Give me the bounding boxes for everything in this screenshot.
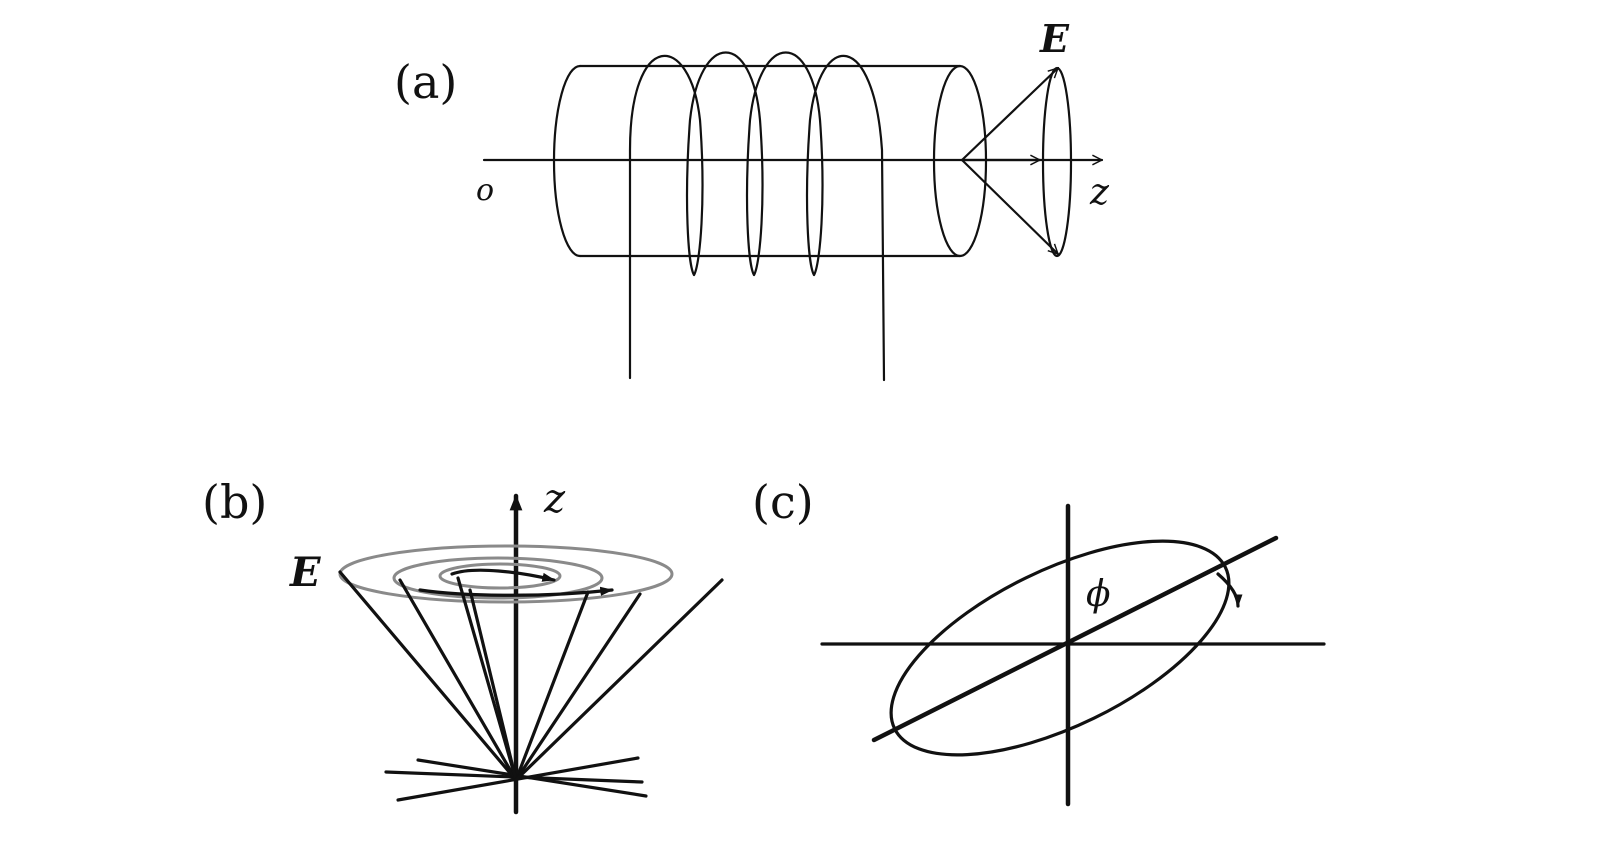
origin-label: o <box>476 173 494 208</box>
z-axis-label: z <box>1089 172 1110 213</box>
e-vector-lower <box>960 158 1058 254</box>
e-vector-upper <box>960 68 1058 162</box>
panel-a: (a) o z E <box>394 16 1110 382</box>
panel-b-label: (b) <box>202 475 267 529</box>
panel-b: (b) z E <box>202 475 724 815</box>
panel-c-label: (c) <box>752 475 814 529</box>
panel-a-label: (a) <box>394 55 457 109</box>
spiral-arrow-outer <box>418 586 614 597</box>
field-label-a: E <box>1039 16 1070 61</box>
z-axis-label-b: z <box>543 476 566 522</box>
field-label-b: E <box>289 549 321 596</box>
spiral-arrow-inner <box>450 568 556 582</box>
rotation-arrow <box>1216 572 1243 608</box>
output-field-cone <box>960 66 1073 258</box>
coil-wire <box>628 51 886 382</box>
panel-c: (c) ϕ <box>752 475 1326 807</box>
major-axis-line <box>871 535 1279 743</box>
angle-label: ϕ <box>1086 574 1111 615</box>
coil <box>628 51 886 382</box>
precession-rings <box>338 544 674 604</box>
e-rotation-ellipse <box>1041 66 1073 258</box>
e-vectors-cone <box>338 570 724 782</box>
